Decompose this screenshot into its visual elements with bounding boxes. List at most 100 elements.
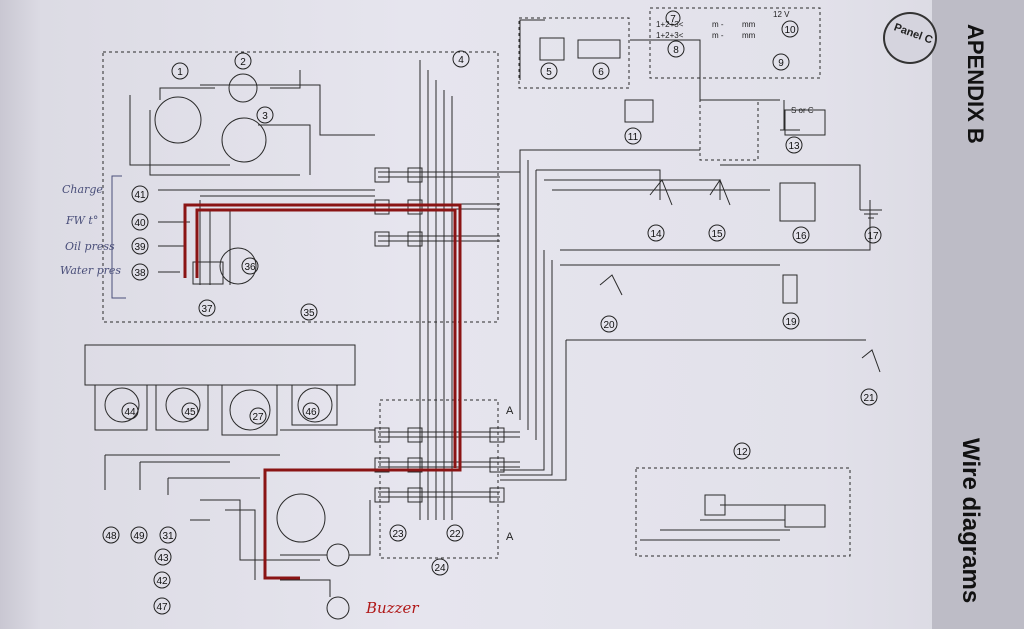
label-1: 1: [171, 62, 189, 80]
label-36: 36: [241, 257, 259, 275]
label-14: 14: [647, 224, 665, 242]
svg-text:17: 17: [867, 231, 879, 242]
plug: [407, 427, 423, 443]
svg-text:45: 45: [184, 407, 196, 418]
svg-text:12: 12: [736, 447, 748, 458]
svg-text:36: 36: [244, 262, 256, 273]
label-4: 4: [452, 50, 470, 68]
svg-text:27: 27: [252, 412, 264, 423]
svg-text:47: 47: [156, 602, 168, 613]
label-45: 45: [181, 402, 199, 420]
hand-charge: Charge: [62, 183, 103, 196]
hand-bracket: [111, 175, 126, 299]
plug: [374, 167, 390, 183]
plug: [489, 427, 505, 443]
label-3: 3: [256, 106, 274, 124]
svg-text:24: 24: [434, 563, 446, 574]
svg-text:42: 42: [156, 576, 168, 587]
svg-text:35: 35: [303, 308, 315, 319]
gauge-27-box: [221, 384, 278, 436]
enclosure-5-6: [518, 17, 630, 89]
harness-bundle: [419, 60, 453, 520]
label-10: 10: [781, 20, 799, 38]
label-37: 37: [198, 299, 216, 317]
legend-row1: 1+2+3<: [656, 20, 684, 29]
component-36-body: [219, 247, 257, 285]
label-6: 6: [592, 62, 610, 80]
gauge-45-box: [155, 384, 209, 431]
enclosure-12: [635, 467, 851, 557]
label-9: 9: [772, 53, 790, 71]
plug: [489, 457, 505, 473]
svg-text:31: 31: [162, 531, 174, 542]
page-side-band: [932, 0, 1024, 629]
label-21: 21: [860, 388, 878, 406]
label-38: 38: [131, 263, 149, 281]
legend-mm1: mm: [742, 20, 756, 29]
plug: [407, 487, 423, 503]
label-20: 20: [600, 315, 618, 333]
svg-text:1: 1: [177, 67, 183, 78]
panel-enclosure-top: [102, 51, 499, 323]
label-49: 49: [130, 526, 148, 544]
plug: [489, 487, 505, 503]
plug: [374, 427, 390, 443]
label-11: 11: [624, 127, 642, 145]
hand-oilpress: Oil press: [65, 240, 115, 253]
component-37-body: [192, 261, 224, 285]
section-a-top: A: [506, 405, 514, 417]
svg-text:22: 22: [449, 529, 461, 540]
component-19-body: [782, 274, 798, 304]
gauge-46-box: [291, 384, 338, 426]
buzzer-body: [326, 596, 350, 620]
legend-m1: m -: [712, 20, 724, 29]
label-39: 39: [131, 237, 149, 255]
connector-block-lower: [378, 431, 520, 498]
panel-tag: Panel C: [883, 12, 937, 64]
svg-text:8: 8: [673, 45, 679, 56]
svg-text:49: 49: [133, 531, 145, 542]
component-12-starter: [784, 504, 826, 528]
section-a-bottom: A: [506, 531, 514, 543]
svg-text:23: 23: [392, 529, 404, 540]
svg-text:19: 19: [785, 317, 797, 328]
label-7: 7: [665, 10, 681, 26]
svg-text:40: 40: [134, 218, 146, 229]
enclosure-7-10: [649, 7, 821, 79]
component-11-body: [624, 99, 654, 123]
plug: [407, 199, 423, 215]
component-16-body: [779, 182, 816, 222]
hand-waterpress: Water pres: [60, 264, 121, 277]
svg-text:41: 41: [134, 190, 146, 201]
hand-fw: FW t°: [65, 214, 98, 227]
svg-text:16: 16: [795, 231, 807, 242]
label-15: 15: [708, 224, 726, 242]
ignition-switch: [276, 493, 326, 543]
label-22: 22: [446, 524, 464, 542]
component-3-body: [221, 117, 267, 163]
label-8: 8: [667, 40, 685, 58]
svg-text:44: 44: [124, 407, 136, 418]
label-44: 44: [121, 402, 139, 420]
label-5: 5: [540, 62, 558, 80]
label-31: 31: [159, 526, 177, 544]
plug: [407, 457, 423, 473]
legend-mm2: mm: [742, 31, 756, 40]
label-42: 42: [153, 571, 171, 589]
enclosure-13: [699, 99, 759, 161]
label-40: 40: [131, 213, 149, 231]
svg-text:14: 14: [650, 229, 662, 240]
gauge-44-box: [94, 384, 148, 431]
label-47: 47: [153, 597, 171, 615]
svg-text:48: 48: [105, 531, 117, 542]
component-5-body: [539, 37, 565, 61]
label-13: 13: [785, 136, 803, 154]
svg-text:13: 13: [788, 141, 800, 152]
legend-m2: m -: [712, 31, 724, 40]
svg-text:15: 15: [711, 229, 723, 240]
label-s-or-c: S or C: [791, 106, 814, 115]
svg-text:46: 46: [305, 407, 317, 418]
component-6-body: [577, 39, 621, 59]
